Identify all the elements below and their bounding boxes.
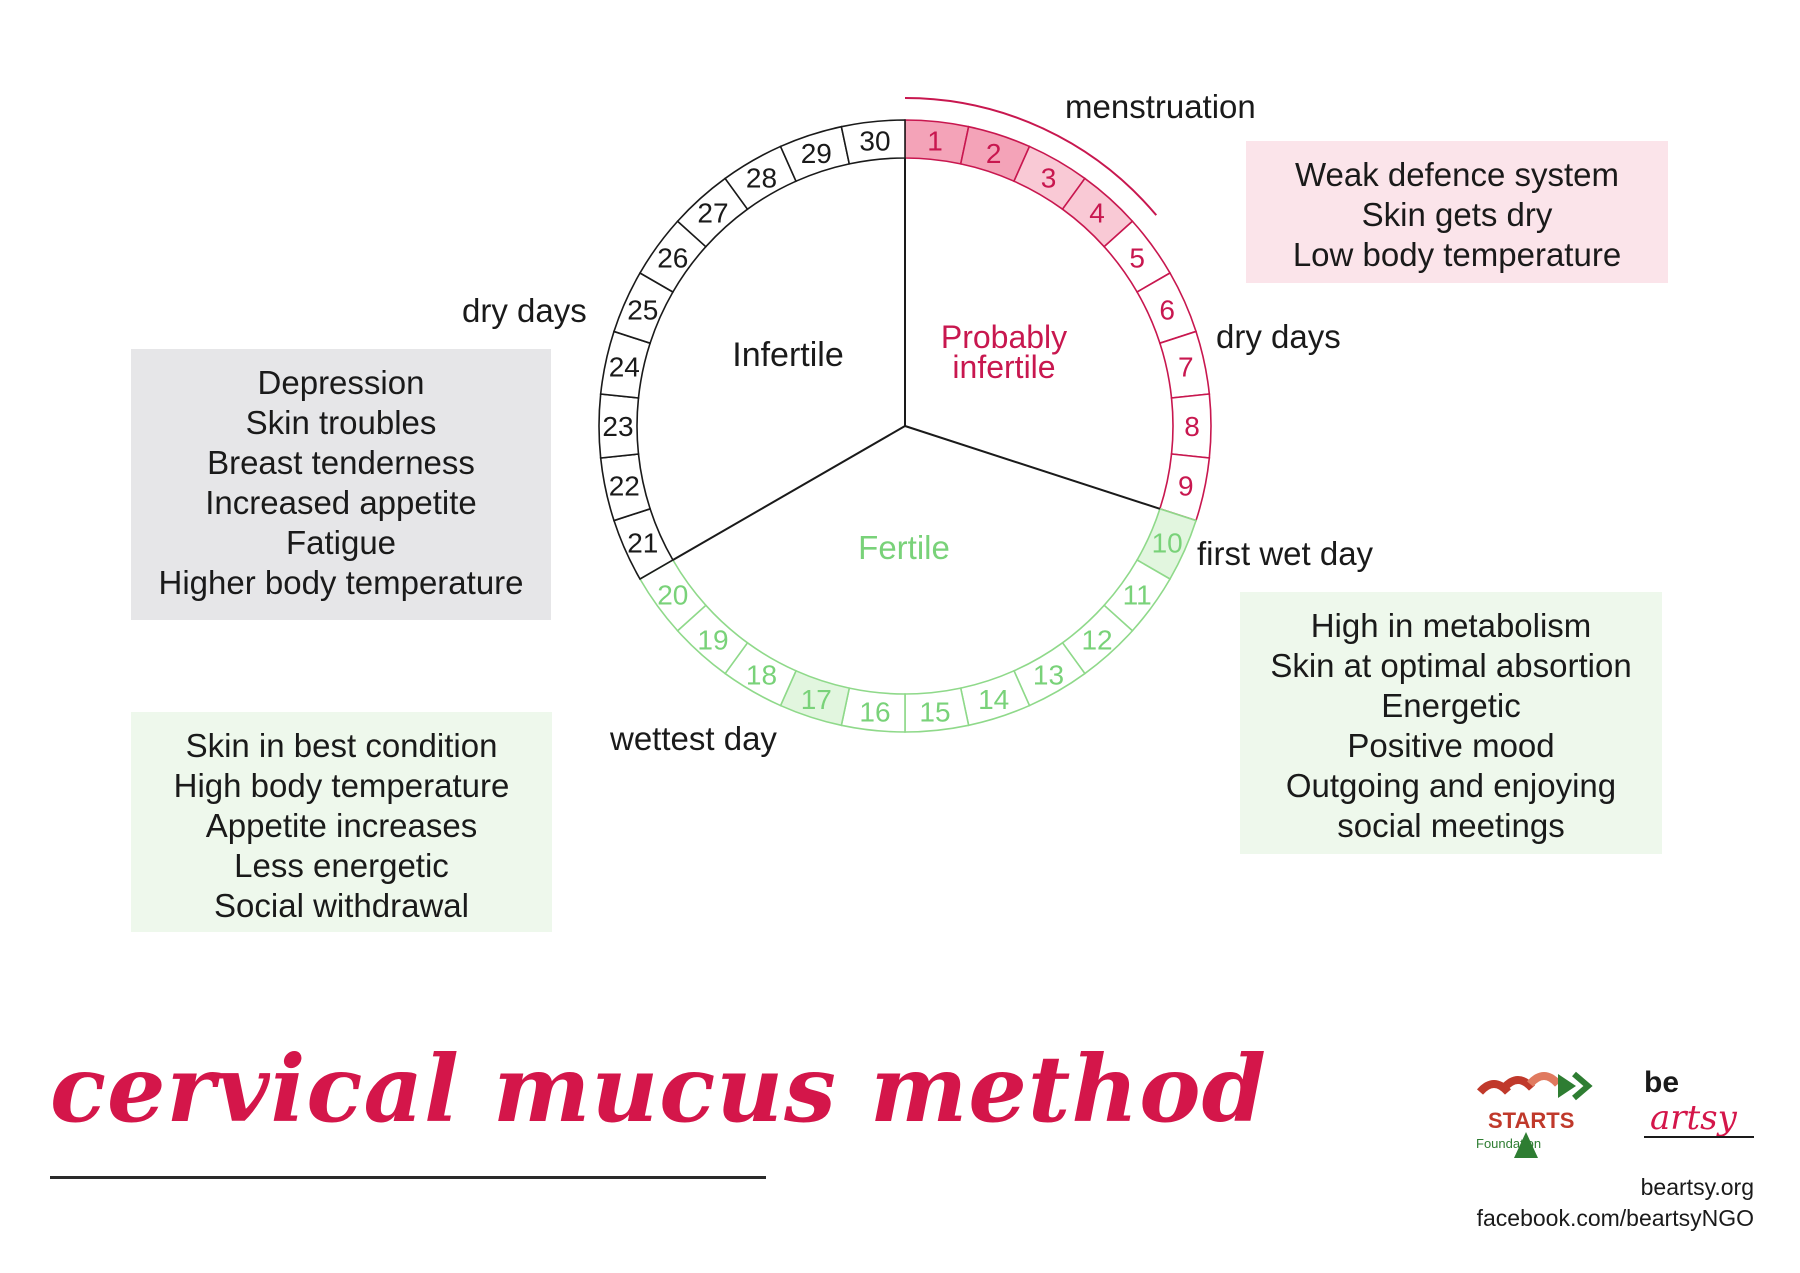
day-number: 20 (657, 580, 688, 611)
beartsy-logo-underline (1644, 1136, 1754, 1138)
website-link[interactable]: beartsy.org (1640, 1174, 1754, 1200)
sector-label-probably-infertile-2: infertile (952, 349, 1055, 385)
sector-dividers (672, 158, 1161, 561)
box-line: Skin gets dry (1361, 196, 1553, 233)
box-line: Depression (257, 364, 425, 401)
day-number: 25 (627, 294, 658, 325)
box-line: Weak defence system (1294, 156, 1620, 193)
title-underline (50, 1176, 766, 1179)
day-number: 19 (697, 624, 728, 655)
beartsy-logo-artsy: artsy (1650, 1098, 1737, 1138)
box-line: Outgoing and enjoying (1285, 767, 1617, 804)
label-first-wet-day: first wet day (1197, 535, 1374, 572)
sector-label-fertile: Fertile (858, 529, 950, 566)
day-number: 22 (609, 471, 640, 502)
box-menstruation-effects: Weak defence system Skin gets dry Low bo… (1246, 141, 1668, 283)
starts-foundation-logo-icon (1476, 1071, 1593, 1158)
day-number: 9 (1178, 471, 1194, 502)
sector-divider (904, 425, 1161, 510)
label-dry-days-left: dry days (462, 292, 587, 329)
box-line: Low body temperature (1292, 236, 1622, 273)
box-infertile-effects: Depression Skin troubles Breast tenderne… (131, 349, 551, 620)
box-line: Higher body temperature (158, 564, 524, 601)
box-line: Skin in best condition (185, 727, 498, 764)
label-menstruation: menstruation (1065, 88, 1256, 125)
day-number: 17 (801, 684, 832, 715)
sector-label-infertile: Infertile (732, 336, 844, 374)
box-line: Positive mood (1347, 727, 1555, 764)
day-number: 10 (1152, 528, 1183, 559)
day-number: 15 (919, 696, 950, 727)
box-line: Appetite increases (205, 807, 478, 844)
box-line: High in metabolism (1310, 607, 1592, 644)
box-line: Skin troubles (245, 404, 437, 441)
starts-logo-text: STARTS (1488, 1108, 1575, 1133)
day-number: 11 (1123, 580, 1152, 611)
box-line: Skin at optimal absortion (1270, 647, 1632, 684)
day-number: 30 (859, 126, 890, 157)
day-number: 24 (609, 351, 640, 382)
box-line: social meetings (1337, 807, 1565, 844)
day-number: 14 (978, 684, 1009, 715)
box-fertile-effects-right: High in metabolism Skin at optimal absor… (1240, 592, 1662, 854)
day-number: 4 (1089, 198, 1105, 229)
facebook-link[interactable]: facebook.com/beartsyNGO (1476, 1205, 1754, 1231)
label-dry-days-right: dry days (1216, 318, 1341, 355)
day-number: 21 (627, 528, 658, 559)
starts-logo-subtext: Foundation (1476, 1136, 1542, 1151)
box-line: Increased appetite (205, 484, 477, 521)
day-number: 3 (1041, 162, 1057, 193)
menstruation-arc (904, 97, 1158, 216)
box-line: Less energetic (234, 847, 449, 884)
day-number: 7 (1178, 351, 1194, 382)
day-segments (598, 119, 1212, 733)
day-number: 2 (986, 138, 1002, 169)
day-number: 29 (801, 138, 832, 169)
box-line: Social withdrawal (214, 887, 469, 924)
label-wettest-day: wettest day (610, 720, 777, 757)
day-number: 26 (657, 242, 688, 273)
day-number: 13 (1033, 660, 1064, 691)
page-title: cervical mucus method (50, 1035, 1267, 1143)
day-number: 18 (746, 660, 777, 691)
footer-links: beartsy.org facebook.com/beartsyNGO (1477, 1172, 1754, 1234)
sector-label-probably-infertile-1: Probably (941, 319, 1067, 355)
day-number: 6 (1159, 294, 1175, 325)
day-number: 8 (1184, 411, 1200, 442)
day-number: 12 (1081, 624, 1112, 655)
box-line: High body temperature (173, 767, 510, 804)
beartsy-logo-be: be (1644, 1066, 1680, 1099)
day-number: 27 (697, 198, 728, 229)
day-number: 28 (746, 162, 777, 193)
day-number: 16 (859, 696, 890, 727)
box-line: Energetic (1381, 687, 1521, 724)
box-fertile-effects-left: Skin in best condition High body tempera… (131, 712, 552, 932)
day-number: 5 (1129, 242, 1145, 273)
day-number: 1 (927, 126, 943, 157)
box-line: Fatigue (285, 524, 397, 561)
box-line: Breast tenderness (207, 444, 475, 481)
day-number: 23 (602, 411, 633, 442)
sector-divider (672, 425, 906, 561)
